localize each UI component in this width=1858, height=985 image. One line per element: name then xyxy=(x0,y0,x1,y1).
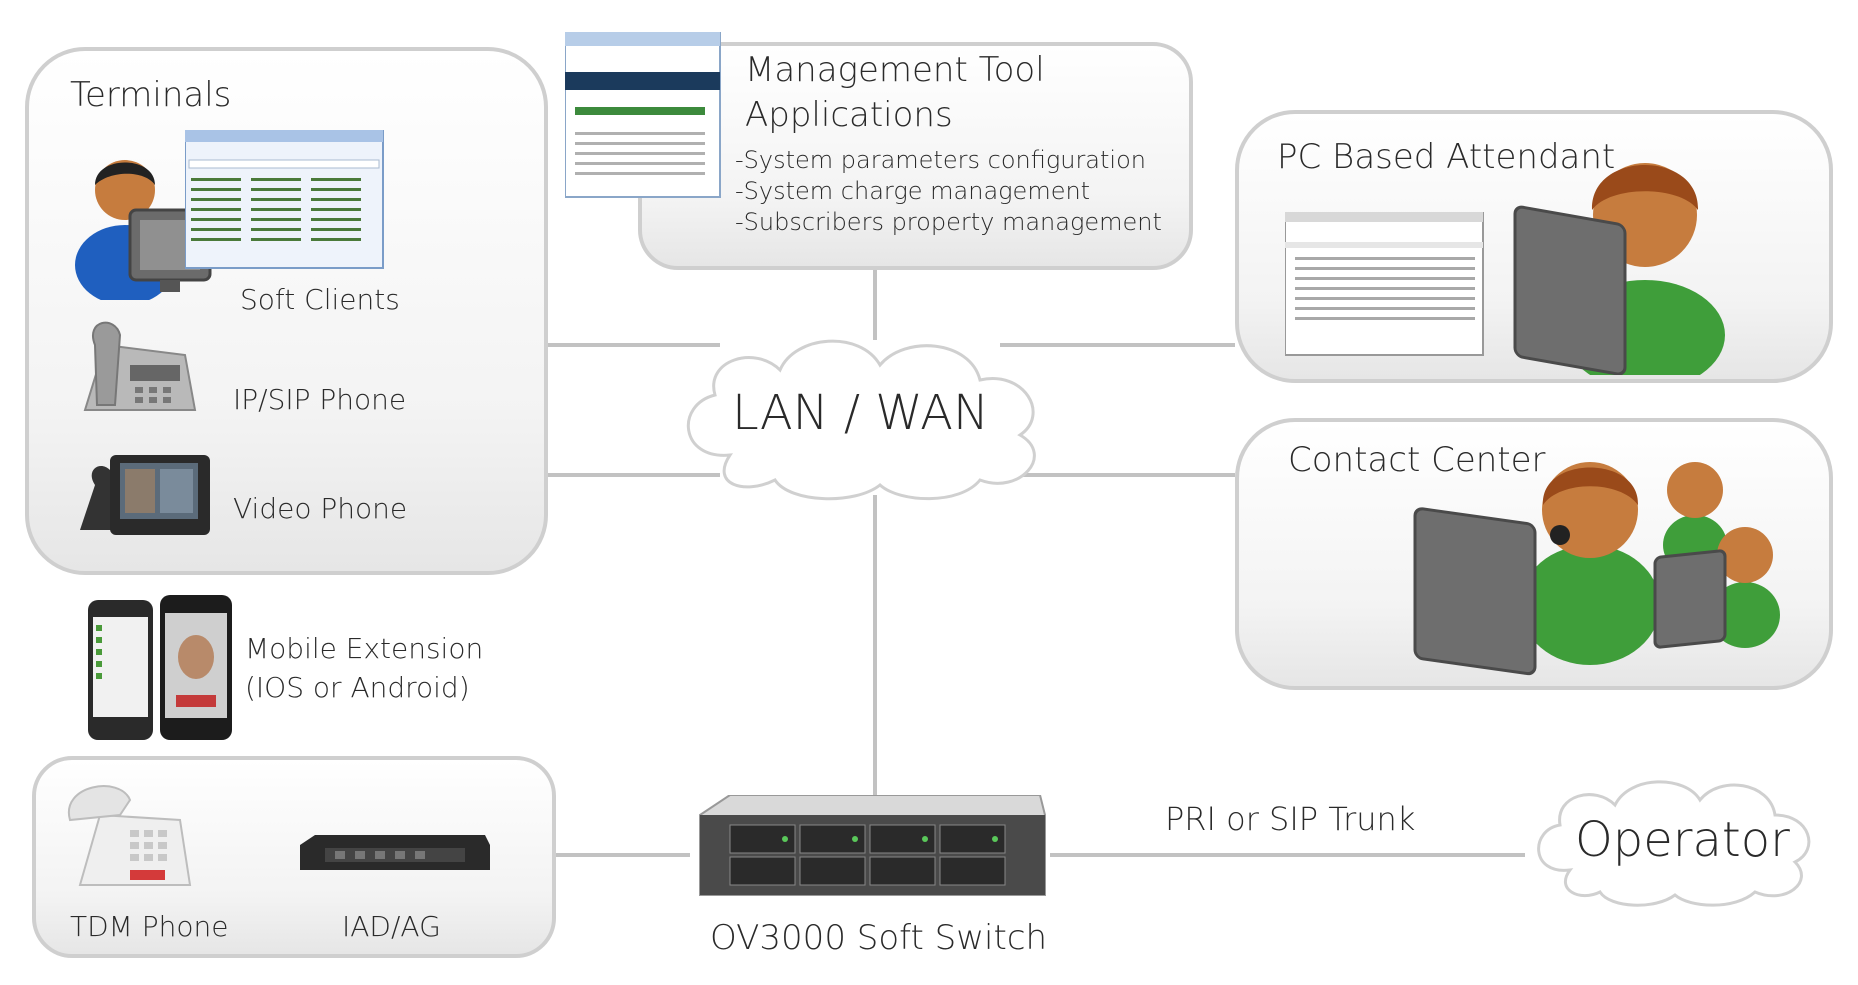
iad-ag-icon xyxy=(300,835,490,870)
management-item-2: -System charge management xyxy=(735,177,1091,205)
cloud-label: LAN / WAN xyxy=(732,385,989,441)
soft-clients-label: Soft Clients xyxy=(240,283,400,316)
lan-wan-cloud xyxy=(686,339,1036,501)
trunk-label: PRI or SIP Trunk xyxy=(1165,800,1416,838)
video-phone-label: Video Phone xyxy=(233,492,408,525)
management-title-line1: Management Tool xyxy=(745,50,1045,90)
contact-center-agents-icon xyxy=(1413,462,1780,676)
video-phone-icon xyxy=(80,455,210,535)
operator-cloud xyxy=(1537,780,1811,907)
attendant-agent-icon xyxy=(1513,163,1725,375)
mobile-phones-icon xyxy=(88,595,232,740)
softswitch-label: OV3000 Soft Switch xyxy=(710,918,1048,958)
attendant-console-screenshot xyxy=(1285,212,1484,356)
terminals-title: Terminals xyxy=(70,75,232,115)
management-tool-screenshot xyxy=(565,32,721,198)
soft-client-screenshot xyxy=(185,130,384,269)
management-item-1: -System parameters configuration xyxy=(735,146,1146,174)
mobile-extension-line2: (IOS or Android) xyxy=(245,671,470,704)
pc-attendant-title: PC Based Attendant xyxy=(1277,137,1616,177)
ip-phone-icon xyxy=(83,321,197,411)
mobile-extension-line1: Mobile Extension xyxy=(245,632,484,665)
management-title-line2: Applications xyxy=(745,95,953,135)
tdm-phone-label: TDM Phone xyxy=(70,910,229,943)
tdm-phone-icon xyxy=(67,785,192,886)
operator-label: Operator xyxy=(1575,812,1790,868)
management-item-3: -Subscribers property management xyxy=(735,208,1162,236)
softswitch-server-icon xyxy=(699,795,1046,896)
iad-ag-label: IAD/AG xyxy=(342,910,441,943)
contact-center-title: Contact Center xyxy=(1288,440,1546,480)
ip-sip-phone-label: IP/SIP Phone xyxy=(233,383,407,416)
